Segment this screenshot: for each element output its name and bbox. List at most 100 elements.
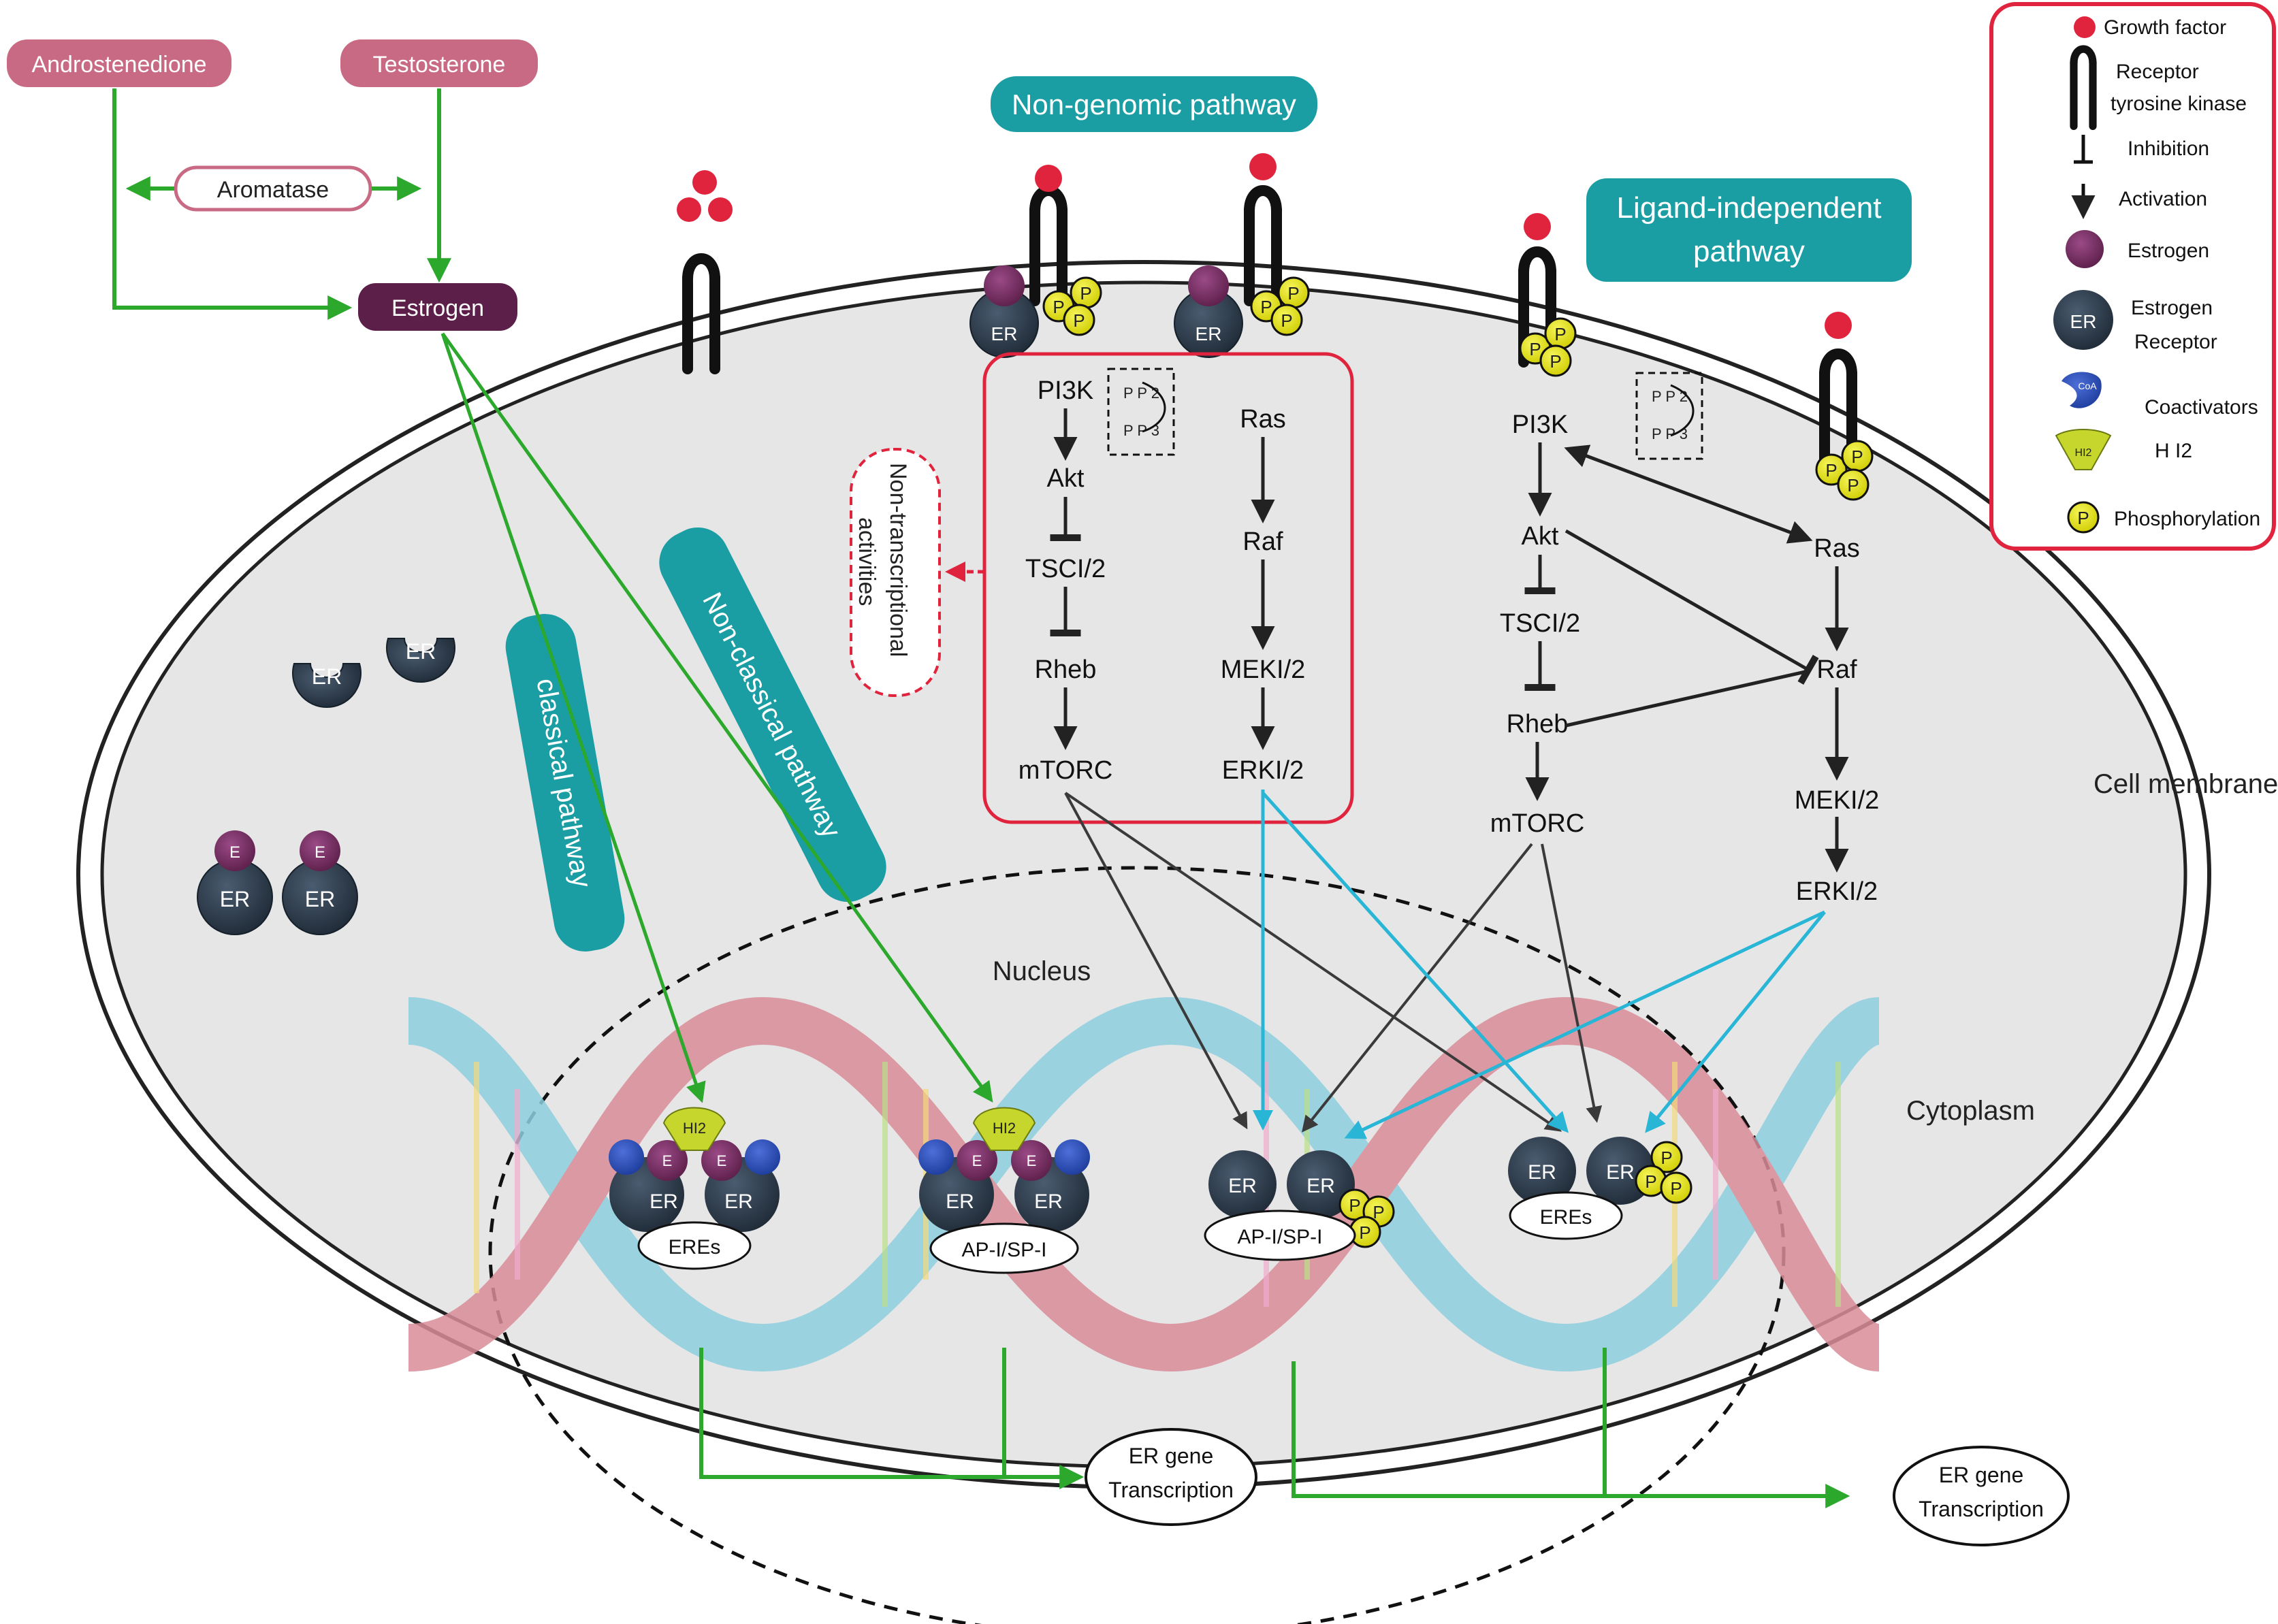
transcription-2-line2: Transcription [1919, 1497, 2044, 1521]
legend-growth-factor: Growth factor [2104, 16, 2226, 39]
p-label: P [1554, 324, 1566, 344]
pp2-label: P P 2 [1123, 385, 1159, 402]
raf-label: Raf [1816, 655, 1857, 684]
complex-non-genomic-ap1: ER ER P P P AP-I/SP-I [1204, 1150, 1395, 1261]
h12-label: HI2 [683, 1120, 706, 1137]
e-label: E [717, 1152, 727, 1169]
transcription-2-line1: ER gene [1939, 1463, 2024, 1487]
eres-1-label: EREs [669, 1236, 721, 1258]
er-label: ER [649, 1190, 678, 1213]
p-label: P [1080, 283, 1091, 304]
legend: Growth factor Receptor tyrosine kinase I… [1989, 2, 2276, 551]
kinase-to-dna-arrows-grey [1064, 792, 1603, 1133]
legend-er-2: Receptor [2134, 331, 2217, 353]
aromatase-label: Aromatase [217, 177, 329, 203]
p-label: P [1359, 1222, 1370, 1243]
tsc-label: TSCI/2 [1500, 609, 1580, 638]
tsc-label: TSCI/2 [1025, 555, 1106, 583]
mek-label: MEKI/2 [1795, 786, 1880, 815]
cascade-right: PI3K Akt TSCI/2 Rheb mTORC Ras Raf MEKI/… [1490, 410, 1880, 906]
testosterone-box: Testosterone [340, 39, 538, 87]
p-label: P [1349, 1195, 1360, 1216]
raf-label: Raf [1242, 527, 1283, 556]
transcription-1-line2: Transcription [1108, 1478, 1234, 1502]
akt-label: Akt [1047, 464, 1085, 493]
ligand-independent-receptor-2: P P P [1816, 312, 1874, 501]
non-transcriptional-label-2: activities [854, 517, 880, 606]
ras-label: Ras [1814, 534, 1860, 563]
p-label: P [1645, 1171, 1656, 1192]
ligand-independent-label-2: pathway [1693, 235, 1805, 268]
er-label: ER [1228, 1175, 1257, 1197]
phosphorylation-icon: P [2067, 501, 2100, 534]
ligand-independent-receptor-1: P P P [1518, 213, 1577, 377]
non-transcriptional-bubble: Non-transcriptional activities [850, 448, 984, 697]
complex-classical-eres: HI2 E E ER ER EREs [609, 1107, 780, 1270]
e-label: E [662, 1152, 673, 1169]
nucleus-label: Nucleus [993, 956, 1091, 986]
ligand-independent-label-1: Ligand-independent [1616, 191, 1881, 225]
cell-body [100, 280, 2187, 1469]
eres-2-label: EREs [1540, 1206, 1592, 1229]
er-label: ER [220, 887, 250, 911]
mek-label: MEKI/2 [1221, 655, 1306, 684]
er-label: ER [1606, 1161, 1635, 1184]
cascade-right-arrows [1524, 442, 1849, 873]
er-label: ER [1034, 1190, 1063, 1213]
complex-non-classical-ap1: HI2 E E ER ER AP-I/SP-I [918, 1107, 1090, 1274]
cytoplasm-label: Cytoplasm [1906, 1096, 2035, 1126]
non-genomic-label: Non-genomic pathway [1012, 88, 1296, 120]
transcription-box-1: ER gene Transcription [1085, 1428, 1257, 1526]
precursor-arrows [112, 88, 451, 320]
testosterone-label: Testosterone [373, 52, 506, 78]
ligand-independent-banner: Ligand-independent pathway [1586, 178, 1912, 282]
coactivator-icon [2062, 372, 2102, 408]
legend-inhibition: Inhibition [2128, 137, 2209, 160]
estrogen-box: Estrogen [358, 283, 517, 331]
legend-er-1: Estrogen [2131, 297, 2213, 319]
e-label: E [229, 843, 240, 862]
p-label: P [1550, 351, 1561, 372]
estrogen-icon [2066, 230, 2104, 268]
estrogen-label: Estrogen [391, 295, 484, 321]
er-label: ER [991, 323, 1018, 344]
classical-banner: classical pathway [505, 614, 625, 952]
cascade-left-pi3k: PI3K Akt TSCI/2 Rheb mTORC Ras Raf MEKI/… [1018, 376, 1306, 785]
erk-label: ERKI/2 [1796, 877, 1878, 906]
legend-receptor-2: tyrosine kinase [2111, 93, 2247, 115]
aromatase-box: Aromatase [174, 165, 372, 212]
androstenedione-label: Androstenedione [31, 52, 206, 78]
legend-activation: Activation [2119, 188, 2207, 210]
legend-coactivators: Coactivators [2145, 396, 2258, 419]
non-transcriptional-label-1: Non-transcriptional [885, 463, 911, 657]
cell-membrane-label: Cell membrane [2093, 769, 2278, 799]
legend-phosphorylation: Phosphorylation [2114, 508, 2260, 530]
er-label: ER [312, 664, 342, 689]
er-icon [2053, 290, 2113, 350]
non-genomic-banner: Non-genomic pathway [991, 76, 1317, 132]
ap1-2-label: AP-I/SP-I [1237, 1226, 1322, 1248]
complex-ligand-independent-eres: ER ER P P P EREs [1508, 1137, 1693, 1240]
ap1-1-label: AP-I/SP-I [961, 1239, 1046, 1261]
e-label: E [972, 1152, 982, 1169]
rheb-label: Rheb [1507, 710, 1569, 738]
p-label: P [1073, 310, 1085, 331]
p-label: P [2077, 508, 2089, 528]
er-label: ER [406, 639, 436, 664]
non-genomic-receptor-2: ER P P P [1174, 153, 1310, 358]
p-label: P [1281, 310, 1292, 331]
transcription-1-line1: ER gene [1129, 1444, 1214, 1468]
legend-receptor-1: Receptor [2116, 61, 2199, 83]
growth-factor-icon [2074, 16, 2096, 38]
p-label: P [1670, 1178, 1682, 1199]
non-genomic-cascade-box [982, 352, 1354, 824]
pp-box-right: P P 2 P P 3 [1635, 372, 1703, 460]
p-label: P [1851, 446, 1863, 467]
transcription-box-2: ER gene Transcription [1893, 1446, 2070, 1546]
p-label: P [1373, 1202, 1384, 1222]
coa-label: CoA [2078, 380, 2097, 391]
er-label: ER [946, 1190, 974, 1213]
legend-estrogen: Estrogen [2128, 240, 2209, 262]
h12-label: HI2 [2075, 447, 2092, 459]
free-er-group-1: ER ER [292, 638, 455, 708]
